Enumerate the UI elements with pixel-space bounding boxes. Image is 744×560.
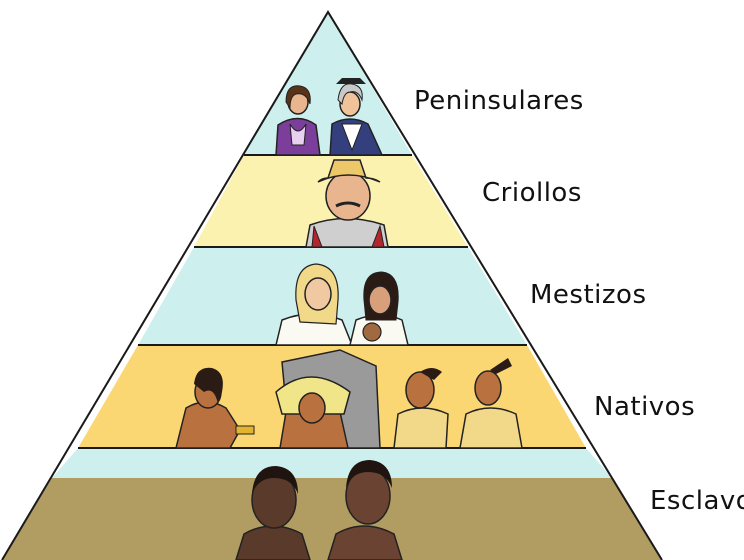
enslaved-people-icon (235, 460, 403, 560)
label-esclavos: Esclavos (650, 486, 744, 516)
native-laborers-icon (175, 349, 523, 449)
label-criollos: Criollos (482, 178, 582, 208)
label-peninsulares: Peninsulares (414, 86, 584, 116)
noble-couple-icon (275, 78, 384, 156)
band-ground (2, 478, 662, 560)
man-in-straw-hat-icon (305, 159, 389, 248)
label-mestizos: Mestizos (530, 280, 647, 310)
pyramid-outline (1, 10, 663, 560)
label-nativos: Nativos (594, 392, 696, 422)
band-esclavos (52, 448, 612, 478)
mestizo-family-icon (275, 263, 409, 346)
band-peninsulares (244, 12, 412, 155)
